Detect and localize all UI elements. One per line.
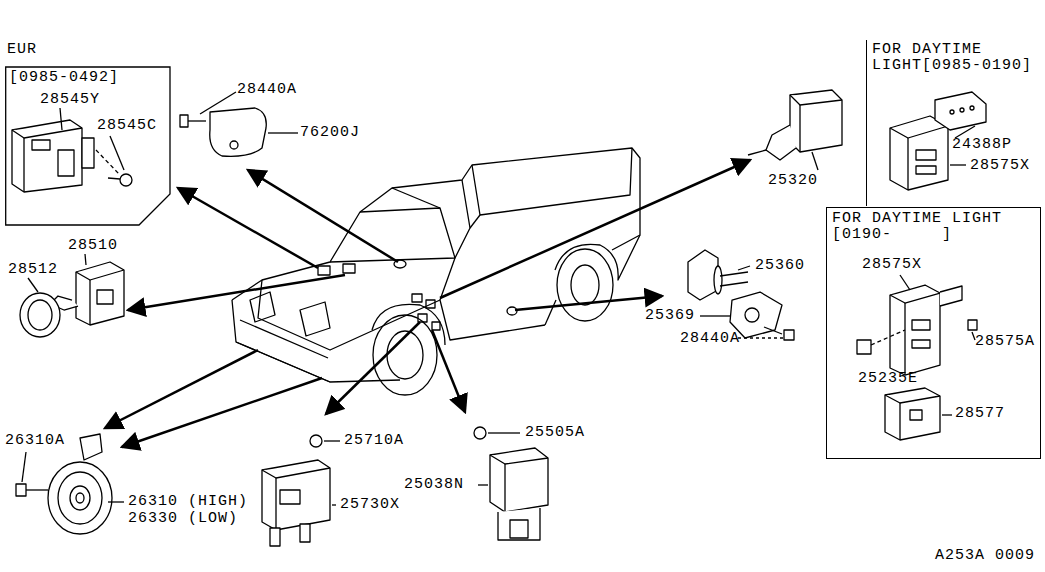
region-panel: FOR DAYTIME LIGHT[0985-0190] xyxy=(866,40,1043,206)
callout-number: 25038N xyxy=(404,477,464,493)
callout-number: 28575A xyxy=(975,334,1035,350)
callout-number: 25710A xyxy=(344,433,404,449)
region-box: FOR DAYTIME LIGHT [0190- ] xyxy=(826,207,1041,459)
callout-number: 24388P xyxy=(952,137,1012,153)
callout-number: 28577 xyxy=(955,406,1005,422)
callout-number: 25505A xyxy=(525,425,585,441)
drawing-number: A253A 0009 xyxy=(935,548,1035,564)
callout-number: 76200J xyxy=(300,125,360,141)
callout-number: 25235E xyxy=(858,371,918,387)
callout-number: 25730X xyxy=(340,497,400,513)
callout-number: 28440A xyxy=(237,82,297,98)
date-range: [0985-0492] xyxy=(9,70,159,86)
callout-number: 28575X xyxy=(862,257,922,273)
callout-number: 26310 (HIGH) xyxy=(128,494,248,510)
callout-number: 25369 xyxy=(645,308,695,324)
callout-number: 26310A xyxy=(5,433,65,449)
callout-number: 28510 xyxy=(68,238,118,254)
callout-number: 28575X xyxy=(970,158,1030,174)
callout-number: 28545Y xyxy=(40,92,100,108)
callout-number: 28440A xyxy=(680,331,740,347)
callout-number: 28545C xyxy=(97,118,157,134)
callout-number: 28512 xyxy=(8,262,58,278)
callout-number: 25320 xyxy=(768,173,818,189)
region-heading: FOR DAYTIME LIGHT [0190- ] xyxy=(832,211,1038,243)
callout-number: 26330 (LOW) xyxy=(128,511,238,527)
region-heading: FOR DAYTIME LIGHT[0985-0190] xyxy=(872,42,1040,74)
callout-number: 25360 xyxy=(755,258,805,274)
region-heading: EUR xyxy=(7,42,157,58)
